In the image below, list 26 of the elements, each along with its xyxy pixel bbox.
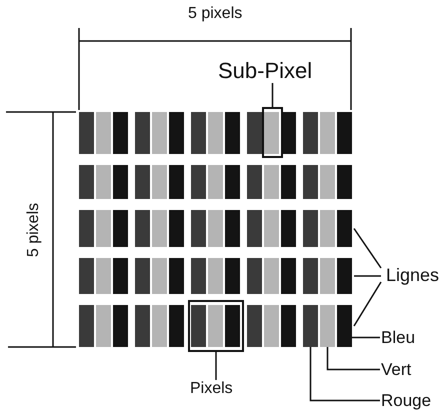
leader-line: [352, 336, 380, 338]
pixel-row: [77, 165, 354, 199]
part-label: Bleu: [381, 329, 416, 346]
dimension-label: 5 pixels: [188, 6, 242, 22]
highlight-frame: [262, 107, 283, 158]
pixel-row: [77, 210, 354, 247]
leader-line: [354, 275, 381, 277]
subpixel: [303, 305, 318, 347]
leader-line: [310, 347, 380, 402]
part-label: Lignes: [386, 266, 440, 284]
leader-line: [326, 347, 380, 370]
part-label: Rouge: [381, 392, 432, 409]
leader-line: [353, 228, 382, 268]
dimension-label: 5 pixels: [26, 202, 42, 258]
leader-line: [353, 282, 382, 326]
pixel-row: [77, 258, 354, 294]
leader-line: [272, 83, 274, 107]
subpixel: [337, 305, 352, 347]
subpixel: [320, 305, 335, 347]
leader-line: [215, 352, 217, 380]
highlight-frame: [188, 300, 244, 352]
part-label: Sub-Pixel: [218, 60, 312, 82]
part-label: Pixels: [190, 381, 233, 397]
pixel-row: [77, 305, 354, 347]
pixel-row: [77, 112, 354, 154]
part-label: Vert: [381, 361, 412, 378]
